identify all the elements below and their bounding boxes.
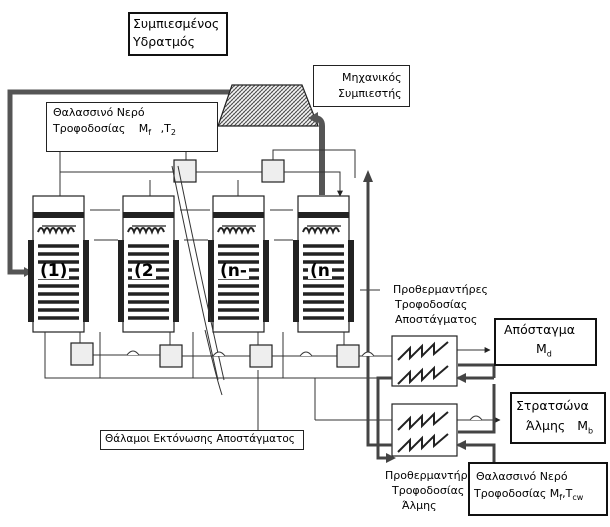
- compressor-line1: Μηχανικός: [342, 71, 402, 84]
- effect-2: [118, 195, 179, 333]
- feed-bottom-line1: Θαλασσινό Νερό: [476, 470, 568, 483]
- feed-top-line2: Τροφοδοσίας Mf ,T2: [53, 121, 176, 140]
- brine-reject-line2-text: Άλμης: [526, 418, 566, 433]
- distillate-var-m: M: [536, 341, 547, 356]
- flash-chambers-label: Θάλαμοι Εκτόνωσης Αποστάγματος: [105, 433, 295, 445]
- compressor-line2: Συμπιεστής: [338, 87, 402, 100]
- distillate-preheater-line3: Αποστάγματος: [395, 313, 478, 326]
- feed-top-var: M: [138, 122, 149, 135]
- feed-seawater-top-box: Θαλασσινό Νερό Τροφοδοσίας Mf ,T2: [46, 102, 218, 152]
- flash-chambers-box: Θάλαμοι Εκτόνωσης Αποστάγματος: [100, 430, 304, 450]
- compressed-vapor-line2: Υδρατμός: [133, 34, 195, 49]
- feed-top-line2-text: Τροφοδοσίας: [53, 122, 126, 135]
- effect-1: [28, 195, 89, 333]
- brine-reject-line2: Άλμης Mb: [526, 418, 593, 439]
- feed-bottom-line2-text: Τροφοδοσίας M: [474, 487, 560, 500]
- effect-n-minus-1-label: (n-: [218, 261, 249, 281]
- distillate-label: Απόσταγμα: [504, 322, 576, 337]
- brine-reject-var: M: [577, 418, 589, 433]
- distillate-box: Απόσταγμα Md: [494, 318, 597, 366]
- brine-preheater-line3: Άλμης: [402, 499, 437, 512]
- distillate-preheater-line2: Τροφοδοσίας: [395, 298, 468, 311]
- brine-reject-box: Στρατσώνα Άλμης Mb: [510, 392, 606, 444]
- compressed-vapor-line: [7, 89, 232, 275]
- distillate-preheater-line1: Προθερμαντήρες: [393, 283, 489, 296]
- distillate-var-sub: d: [546, 349, 552, 359]
- distillate-preheater: [391, 335, 458, 387]
- compressor-box: Μηχανικός Συμπιεστής: [313, 65, 410, 107]
- brine-preheater: [391, 403, 458, 457]
- feed-bottom-mid: ,T: [562, 487, 573, 500]
- effect-2-label: (2: [132, 261, 156, 281]
- brine-reject-var-sub: b: [588, 426, 594, 436]
- feed-top-line1: Θαλασσινό Νερό: [53, 106, 145, 119]
- effect-n-label: (n: [308, 261, 332, 281]
- feed-bottom-sub1: f: [559, 493, 563, 503]
- brine-reject-line1: Στρατσώνα: [516, 398, 589, 413]
- brine-preheater-line2: Τροφοδοσίας: [392, 484, 465, 497]
- feed-top-var-sub: f: [148, 128, 152, 138]
- top-separators: [173, 159, 285, 183]
- distillate-var: Md: [536, 341, 552, 362]
- compressor: [217, 84, 319, 127]
- pipe-crossings: [126, 350, 483, 421]
- feed-seawater-bottom-box: Θαλασσινό Νερό Τροφοδοσίας Mf,Tcw: [468, 462, 608, 516]
- compressed-vapor-box: Συμπιεσμένος Υδρατμός: [128, 12, 228, 56]
- diagonal-break: [171, 165, 225, 396]
- feed-bottom-line2: Τροφοδοσίας Mf,Tcw: [474, 486, 583, 505]
- feed-top-temp: ,T: [160, 122, 171, 135]
- effect-1-label: (1): [38, 261, 70, 281]
- brine-preheater-line1: Προθερμαντήρες: [385, 469, 481, 482]
- compressed-vapor-line1: Συμπιεσμένος: [133, 16, 220, 31]
- feed-bottom-sub2: cw: [572, 493, 584, 503]
- feed-top-temp-sub: 2: [170, 128, 176, 138]
